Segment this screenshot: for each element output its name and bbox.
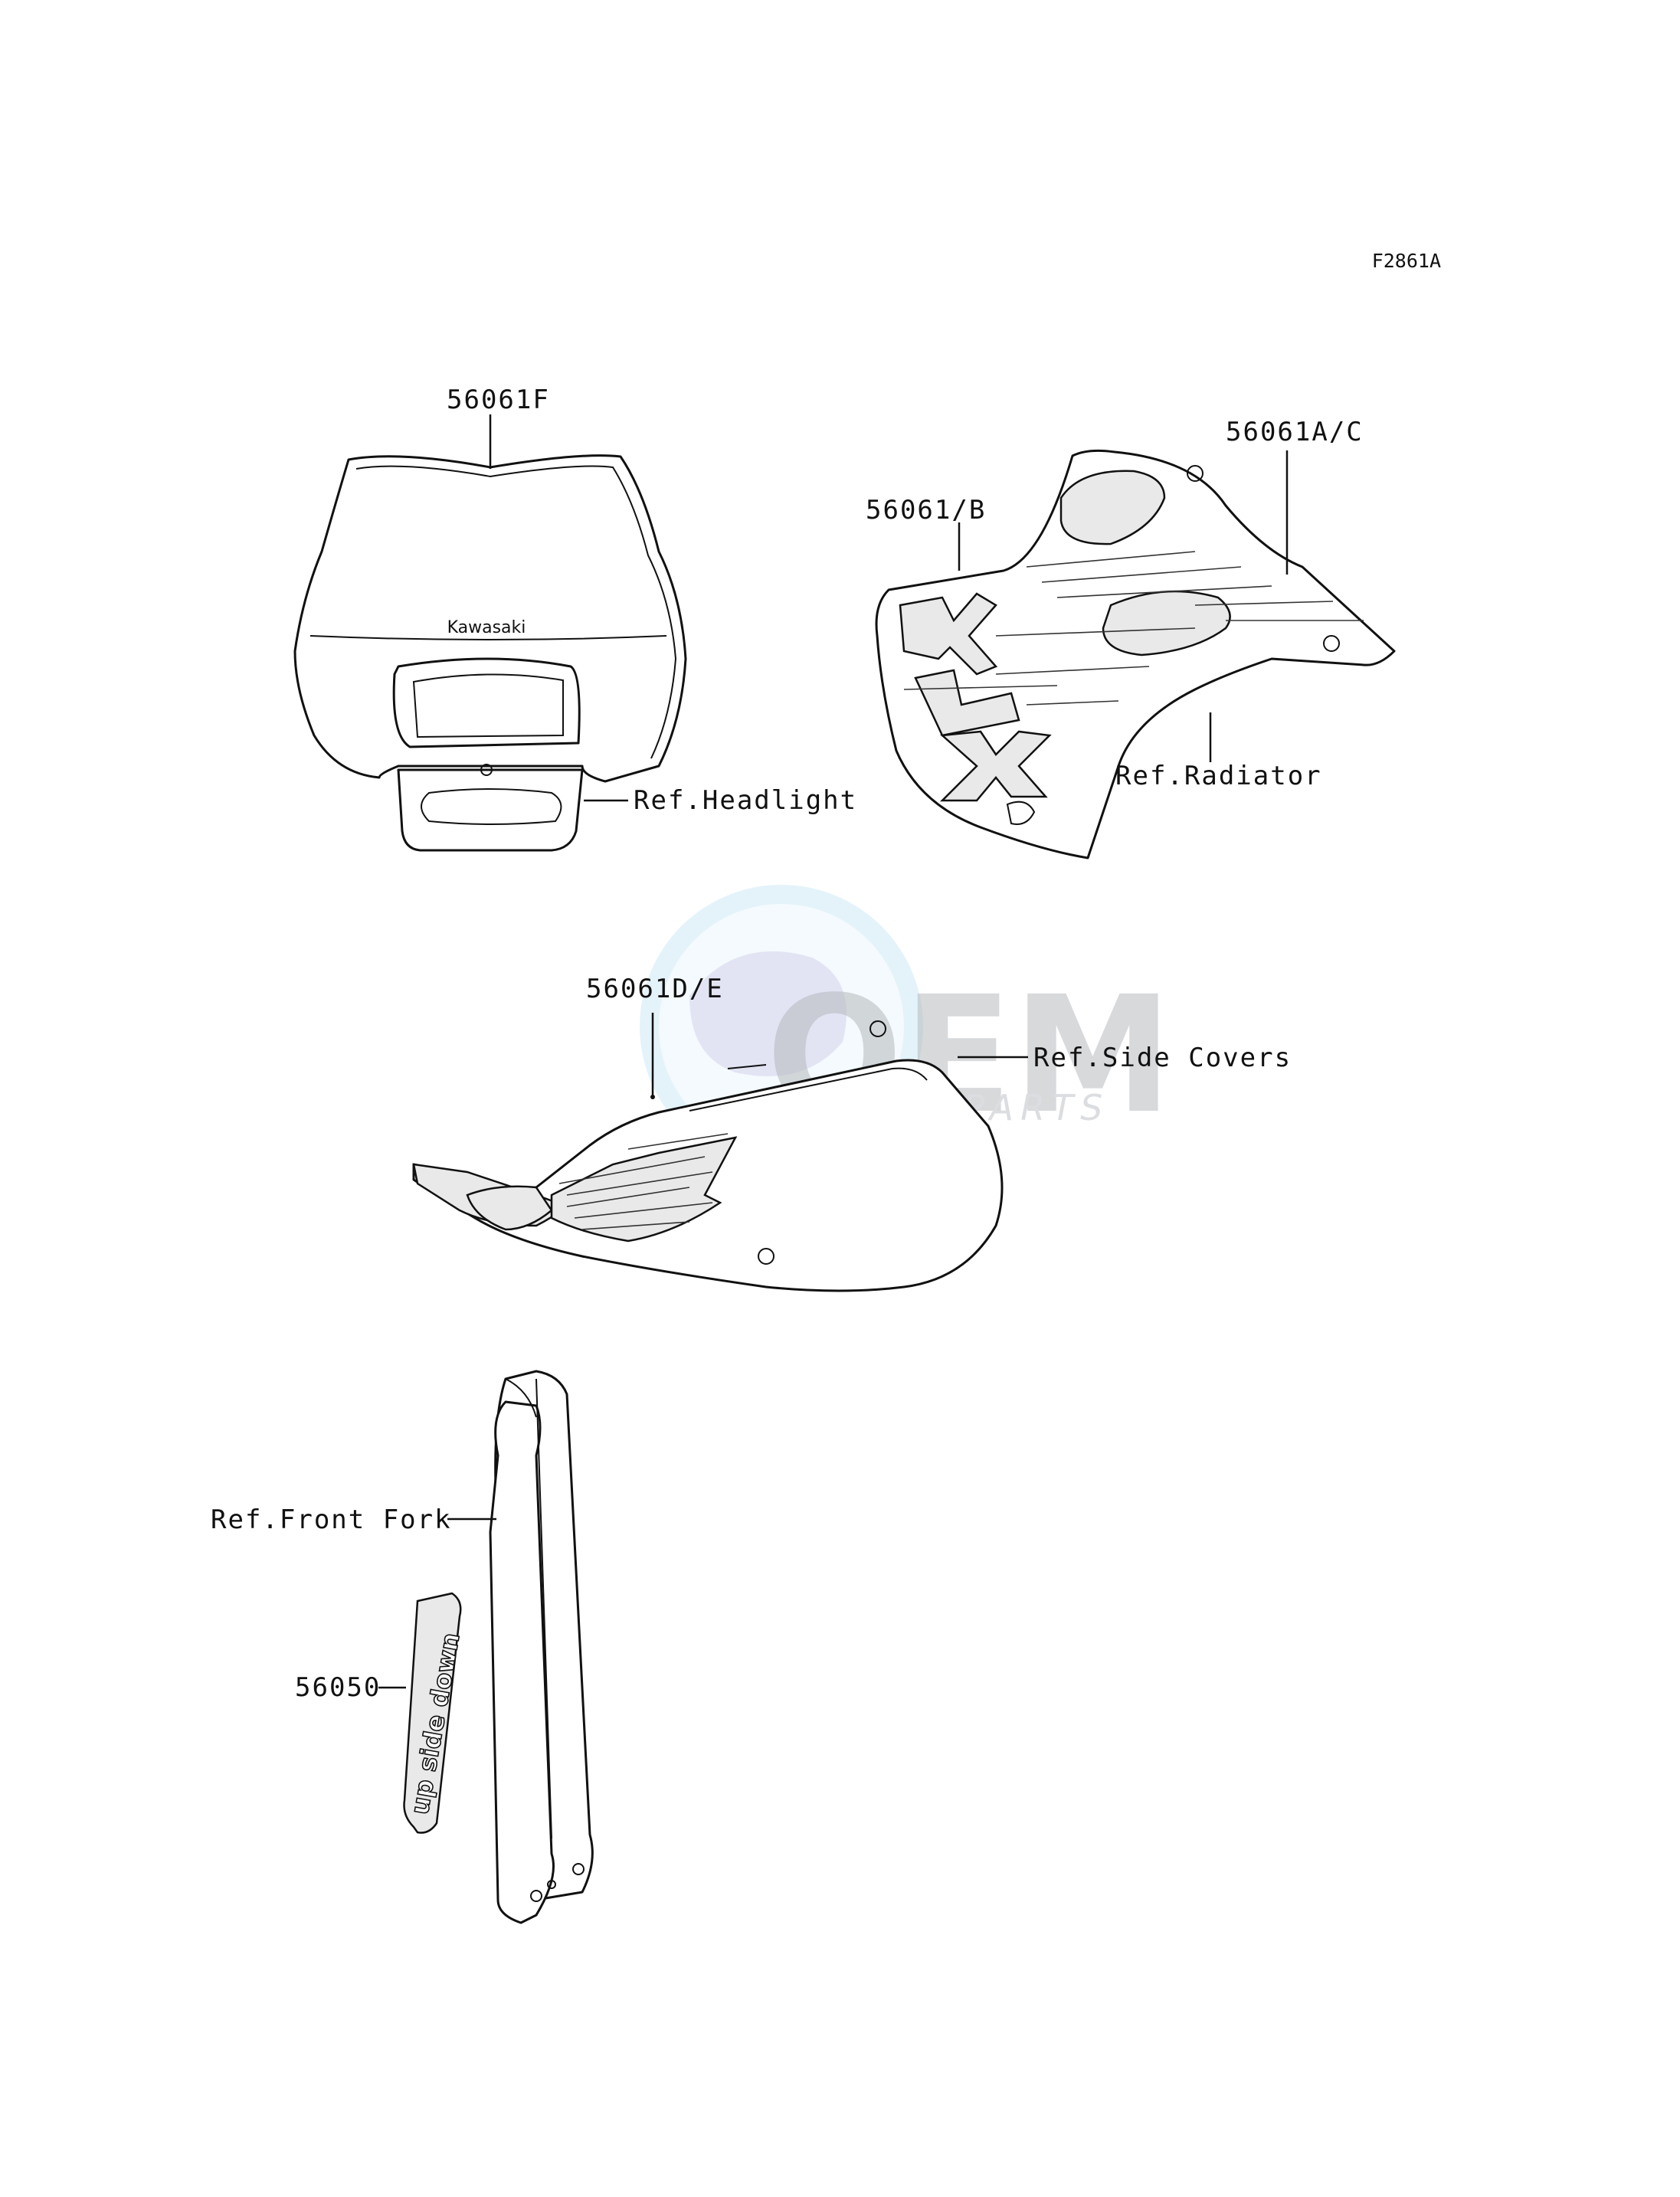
radiator-shroud[interactable]: [875, 449, 1396, 859]
label-ref-front-fork[interactable]: Ref.Front Fork: [211, 1505, 452, 1535]
front-fork-guard[interactable]: [447, 1370, 594, 1924]
klx-decal: [899, 592, 1052, 802]
upside-down-decal[interactable]: up side down: [378, 1592, 466, 1834]
label-56061AC[interactable]: 56061A/C: [1226, 417, 1364, 447]
radiator-stripes: [903, 551, 1364, 706]
side-cover[interactable]: [412, 1013, 1028, 1292]
label-ref-side-covers[interactable]: Ref.Side Covers: [1033, 1043, 1292, 1073]
figure-code: F2861A: [1372, 250, 1441, 272]
headlight-cover[interactable]: Kawasaki: [293, 414, 687, 852]
label-56061F[interactable]: 56061F: [447, 385, 550, 415]
label-56061DE[interactable]: 56061D/E: [586, 974, 724, 1004]
label-56050[interactable]: 56050: [295, 1672, 381, 1703]
label-ref-radiator[interactable]: Ref.Radiator: [1115, 761, 1322, 791]
side-cover-stripes: [558, 1133, 729, 1230]
label-ref-headlight[interactable]: Ref.Headlight: [634, 785, 857, 816]
label-56061B[interactable]: 56061/B: [866, 495, 986, 526]
kawasaki-brand-text: Kawasaki: [447, 618, 526, 637]
